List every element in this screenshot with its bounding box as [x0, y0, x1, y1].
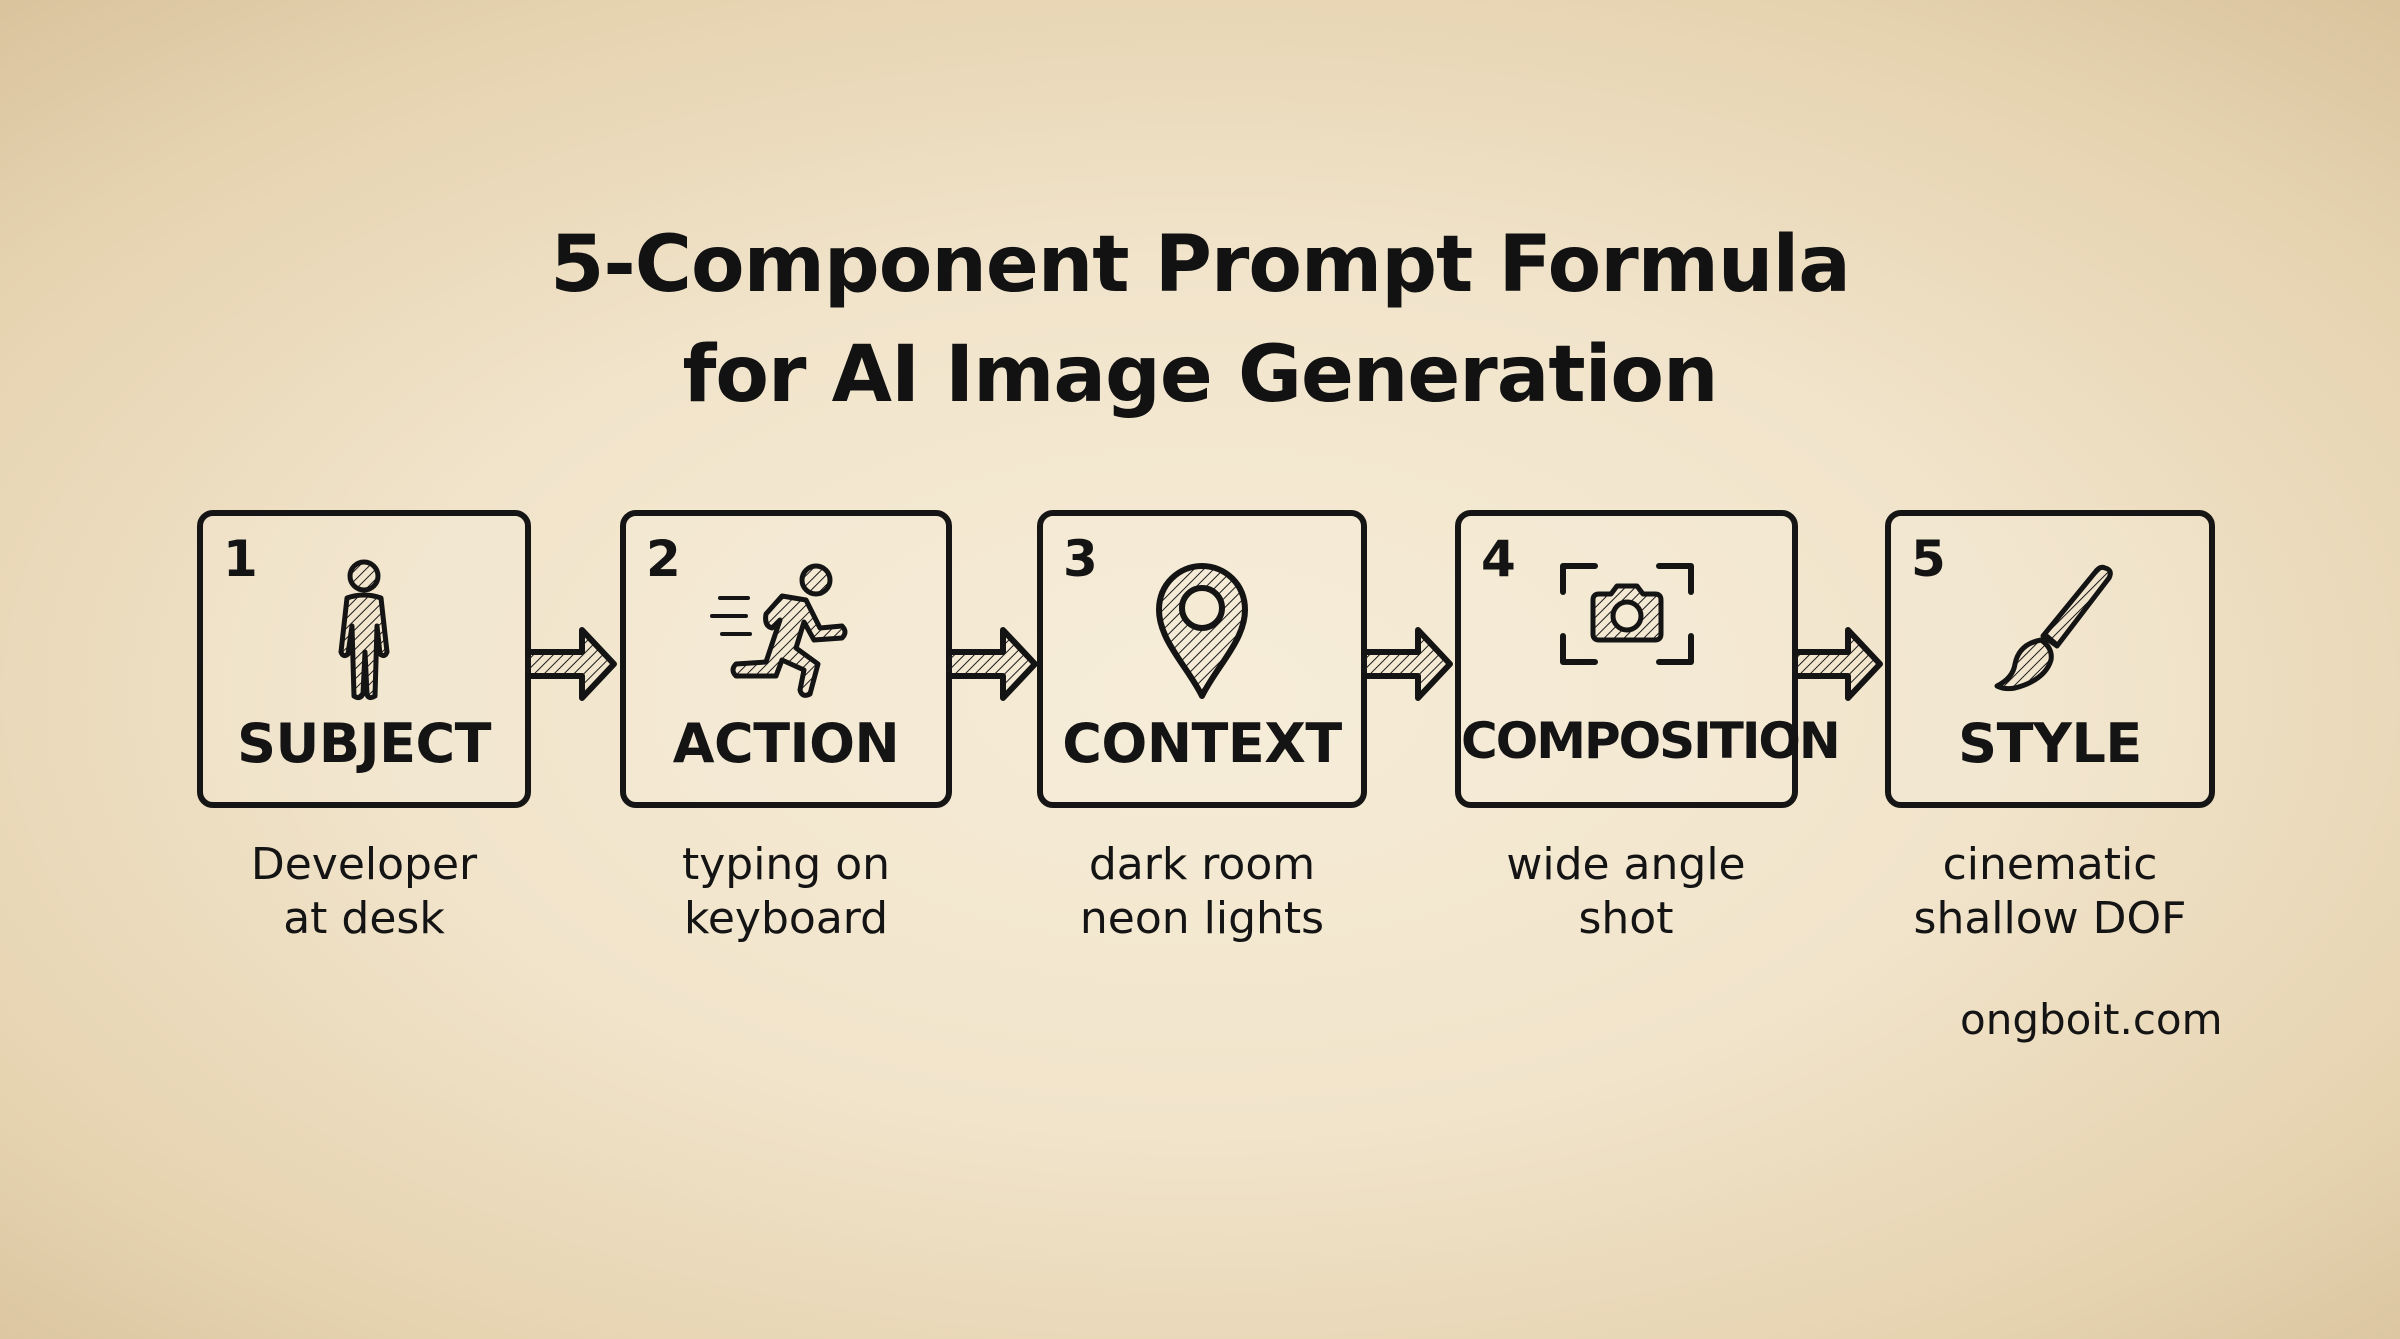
location-pin-icon [1043, 556, 1361, 736]
component-description-style: cinematic shallow DOF [1870, 838, 2230, 946]
step-number: 5 [1911, 530, 1946, 588]
description-line: at desk [283, 893, 445, 944]
arrow-right-icon [1792, 627, 1883, 701]
component-label: CONTEXT [1062, 712, 1342, 775]
arrow-right-icon [947, 627, 1038, 701]
step-number: 1 [223, 530, 258, 588]
description-line: dark room [1088, 839, 1316, 890]
title-line-1: 5-Component Prompt Formula [550, 220, 1851, 310]
arrow-right-icon [526, 627, 617, 701]
component-box-subject: 1 SUBJECT [197, 510, 531, 808]
step-number: 2 [646, 530, 681, 588]
component-description-context: dark room neon lights [1022, 838, 1382, 946]
component-description-composition: wide angle shot [1446, 838, 1806, 946]
component-box-composition: 4 COMPOSITION [1455, 510, 1841, 808]
diagram-title: 5-Component Prompt Formula for AI Image … [0, 210, 2400, 430]
camera-frame-icon [1461, 556, 1792, 736]
description-line: wide angle [1506, 839, 1746, 890]
title-line-2: for AI Image Generation [682, 330, 1718, 420]
description-line: shallow DOF [1913, 893, 2187, 944]
description-line: shot [1578, 893, 1674, 944]
component-description-action: typing on keyboard [606, 838, 966, 946]
component-label: SUBJECT [237, 712, 491, 775]
person-icon [203, 556, 525, 736]
component-description-subject: Developer at desk [184, 838, 544, 946]
arrow-right-icon [1362, 627, 1453, 701]
component-box-style: 5 STYLE [1885, 510, 2215, 808]
running-person-icon [626, 556, 946, 736]
description-line: cinematic [1942, 839, 2158, 890]
component-label: COMPOSITION [1461, 712, 1841, 770]
paintbrush-icon [1891, 556, 2209, 736]
component-label: STYLE [1958, 712, 2142, 775]
description-line: typing on [681, 839, 891, 890]
description-line: neon lights [1079, 893, 1325, 944]
step-number: 3 [1063, 530, 1098, 588]
website-credit: ongboit.com [1960, 995, 2223, 1044]
step-number: 4 [1481, 530, 1516, 588]
component-box-context: 3 CONTEXT [1037, 510, 1367, 808]
description-line: Developer [250, 839, 478, 890]
description-line: keyboard [683, 893, 889, 944]
component-box-action: 2 ACTION [620, 510, 952, 808]
component-label: ACTION [672, 712, 900, 775]
